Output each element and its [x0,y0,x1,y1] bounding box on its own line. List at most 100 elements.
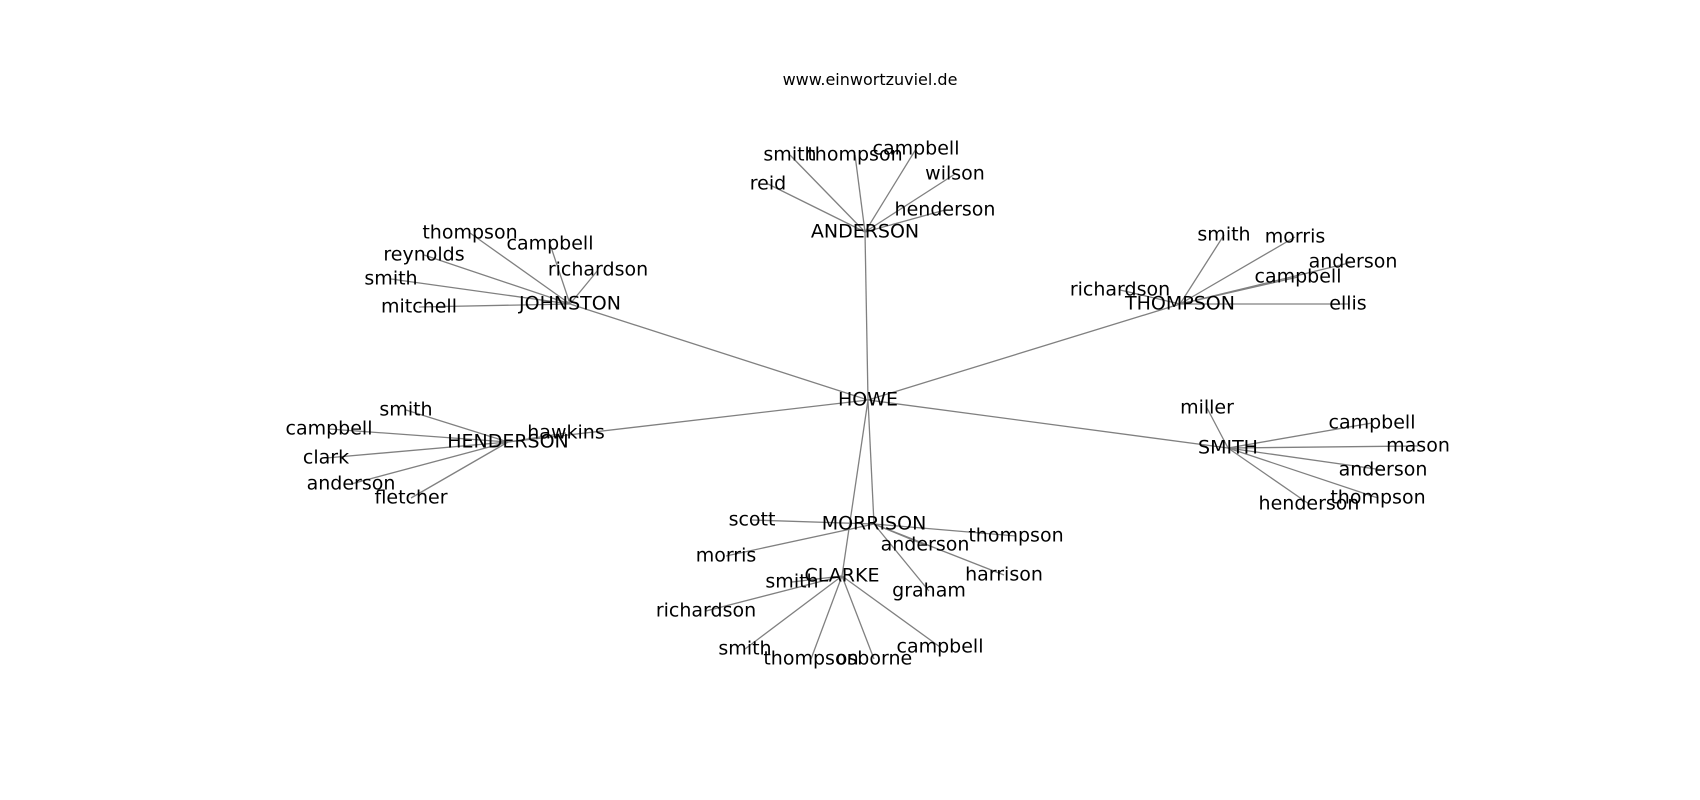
node-leaf-osborne: osborne [836,648,912,670]
node-leaf-campbell: campbell [1329,412,1416,434]
edge-howe-clarke [841,399,869,577]
node-leaf-campbell: campbell [873,138,960,160]
edge-clarke-smith [791,575,843,583]
node-leaf-hawkins: hawkins [527,422,604,444]
edge-anderson-thompson [854,154,866,233]
node-leaf-morris: morris [1265,226,1326,248]
edge-henderson-clark [325,441,509,459]
node-leaf-smith: smith [718,638,771,660]
edge-smith-mason [1227,445,1419,449]
edge-morrison-thompson [873,523,1017,537]
node-leaf-thompson: thompson [968,525,1063,547]
edge-henderson-fletcher [410,441,509,499]
edge-smith-campbell [1227,422,1373,449]
node-leaf-richardson: richardson [1070,279,1170,301]
edge-anderson-henderson [864,209,946,233]
node-leaf-reynolds: reynolds [383,244,464,266]
node-leaf-morris: morris [696,545,757,567]
edge-anderson-reid [767,183,866,233]
edge-howe-smith [867,399,1229,449]
edge-henderson-campbell [328,428,509,443]
node-leaf-mitchell: mitchell [381,296,457,318]
node-leaf-campbell: campbell [1255,266,1342,288]
edge-henderson-anderson [350,441,509,485]
node-leaf-clark: clark [303,447,349,469]
node-cluster-smith: SMITH [1198,437,1258,459]
node-leaf-wilson: wilson [925,163,985,185]
node-leaf-campbell: campbell [507,233,594,255]
node-leaf-smith: smith [364,268,417,290]
edge-clarke-smith [744,575,843,650]
edge-smith-henderson [1227,447,1310,505]
node-leaf-smith: smith [379,399,432,421]
edge-howe-henderson [507,399,869,443]
node-leaf-anderson: anderson [881,534,970,556]
edge-clarke-thompson [810,575,843,660]
node-leaf-thompson: thompson [807,144,902,166]
edge-smith-miller [1206,407,1229,449]
edge-johnston-campbell [549,243,571,305]
node-leaf-anderson: anderson [307,473,396,495]
node-leaf-mason: mason [1386,435,1450,457]
node-leaf-reid: reid [750,173,786,195]
node-leaf-fletcher: fletcher [374,487,447,509]
edge-howe-thompson [867,303,1181,401]
edge-morrison-scott [751,519,875,525]
node-leaf-miller: miller [1180,397,1234,419]
edge-henderson-smith [405,409,509,443]
node-leaf-graham: graham [892,580,966,602]
node-cluster-thompson: THOMPSON [1124,293,1235,315]
node-cluster-morrison: MORRISON [822,513,927,535]
node-leaf-scott: scott [729,509,776,531]
edge-johnston-mitchell [418,303,571,308]
node-cluster-clarke: CLARKE [805,565,880,587]
edge-clarke-osborne [841,575,875,660]
page-title: www.einwortzuviel.de [782,70,958,89]
node-leaf-anderson: anderson [1339,459,1428,481]
edge-johnston-thompson [469,232,571,305]
edge-clarke-campbell [841,575,941,648]
node-cluster-johnston: JOHNSTON [518,293,621,315]
edge-johnston-reynolds [423,254,571,305]
node-leaf-thompson: thompson [763,648,858,670]
node-leaf-campbell: campbell [286,418,373,440]
node-leaf-smith: smith [763,144,816,166]
node-cluster-anderson: ANDERSON [811,221,919,243]
edge-smith-anderson [1227,447,1384,471]
edges-layer [325,148,1419,660]
labels-layer: HOWEANDERSONsmiththompsoncampbellwilsonr… [286,138,1450,670]
edge-smith-thompson [1227,447,1379,499]
edge-clarke-richardson [705,575,843,612]
node-leaf-henderson: henderson [1259,493,1360,515]
node-leaf-campbell: campbell [897,636,984,658]
node-leaf-richardson: richardson [656,600,756,622]
node-leaf-harrison: harrison [965,564,1043,586]
edge-morrison-harrison [873,523,1005,576]
edge-anderson-smith [789,154,866,233]
node-cluster-henderson: HENDERSON [447,431,569,453]
edge-howe-anderson [864,231,869,401]
node-center: HOWE [838,389,898,411]
edge-henderson-hawkins [507,432,567,443]
edge-thompson-smith [1179,234,1225,305]
edge-johnston-richardson [569,269,599,305]
edge-anderson-campbell [864,148,917,233]
node-leaf-henderson: henderson [895,199,996,221]
node-leaf-thompson: thompson [422,222,517,244]
node-leaf-thompson: thompson [1330,487,1425,509]
node-leaf-smith: smith [1197,224,1250,246]
edge-howe-johnston [569,303,869,401]
edge-anderson-wilson [864,173,956,233]
edge-thompson-richardson [1119,289,1181,305]
edge-thompson-morris [1179,236,1296,305]
edge-johnston-smith [390,278,571,305]
edge-howe-morrison [867,399,875,525]
node-leaf-smith: smith [765,571,818,593]
node-leaf-ellis: ellis [1329,293,1366,315]
edge-morrison-graham [873,523,930,592]
node-leaf-anderson: anderson [1309,251,1398,273]
edge-thompson-campbell [1179,276,1299,305]
node-leaf-richardson: richardson [548,259,648,281]
